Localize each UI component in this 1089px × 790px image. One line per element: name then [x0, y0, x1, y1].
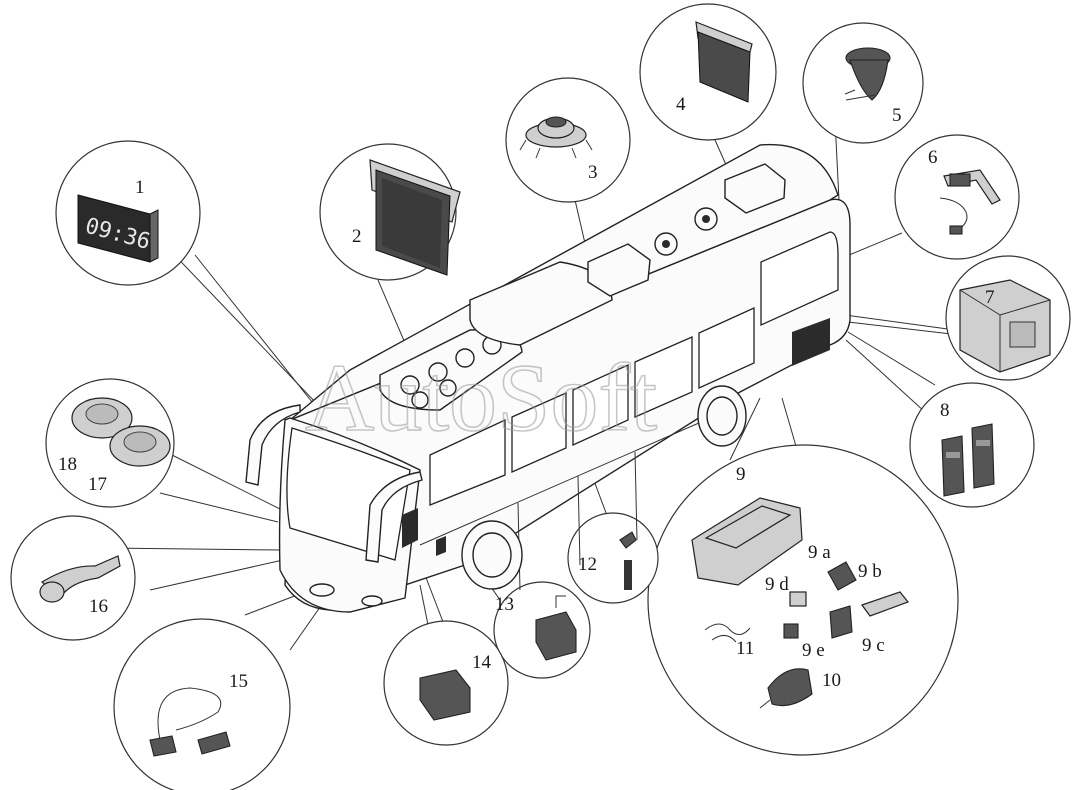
label-15: 15 [229, 671, 248, 692]
fuse-9a-icon [827, 561, 857, 591]
sensor-bracket-icon [939, 169, 1001, 235]
switch-9d-icon [789, 591, 807, 607]
ceiling-speaker-18-icon [71, 397, 133, 439]
label-16: 16 [89, 596, 108, 617]
label-9: 9 [736, 464, 746, 485]
label-4: 4 [676, 94, 686, 115]
label-10: 10 [822, 670, 841, 691]
label-12: 12 [578, 554, 597, 575]
bus-illustration [245, 143, 851, 613]
sensor-12-icon [619, 531, 637, 590]
horn-icon [39, 555, 121, 603]
wiring-harness-icon [149, 687, 231, 757]
watermark-text: AutoSoft [305, 344, 657, 451]
module-9c-icon [829, 605, 853, 639]
digital-clock-icon: 09:36 [77, 194, 159, 263]
label-9d: 9 d [765, 574, 789, 595]
label-3: 3 [588, 162, 598, 183]
label-1: 1 [135, 177, 145, 198]
label-9c: 9 c [862, 635, 885, 656]
plug-9e-icon [783, 623, 799, 639]
relay-13-icon [535, 595, 577, 661]
label-9e: 9 e [802, 640, 825, 661]
label-18: 18 [58, 454, 77, 475]
label-6: 6 [928, 147, 938, 168]
label-9a: 9 a [808, 542, 831, 563]
label-14: 14 [472, 652, 492, 673]
module-14-icon [419, 669, 471, 721]
control-unit-icon [691, 497, 803, 586]
lamp-icon [844, 47, 891, 101]
connector-9b-icon [861, 591, 909, 617]
wiring-11-icon [704, 623, 751, 643]
rear-monitor-icon [695, 21, 753, 103]
label-17: 17 [88, 474, 107, 495]
ceiling-speaker-17-icon [109, 425, 171, 467]
junction-box-icon [959, 279, 1051, 373]
monitor-icon [369, 159, 461, 276]
label-5: 5 [892, 105, 902, 126]
label-7: 7 [985, 287, 995, 308]
roof-speaker-icon [519, 116, 593, 159]
label-9b: 9 b [858, 561, 882, 582]
callout-labels: 1 2 3 4 5 6 7 8 9 9 a 9 b 9 c 9 d 9 e 10… [58, 94, 995, 692]
lamp-10-icon [759, 668, 813, 709]
label-11: 11 [736, 638, 754, 659]
label-8: 8 [940, 400, 950, 421]
label-2: 2 [352, 226, 362, 247]
label-13: 13 [495, 594, 514, 615]
relay-module-icon [941, 423, 995, 497]
